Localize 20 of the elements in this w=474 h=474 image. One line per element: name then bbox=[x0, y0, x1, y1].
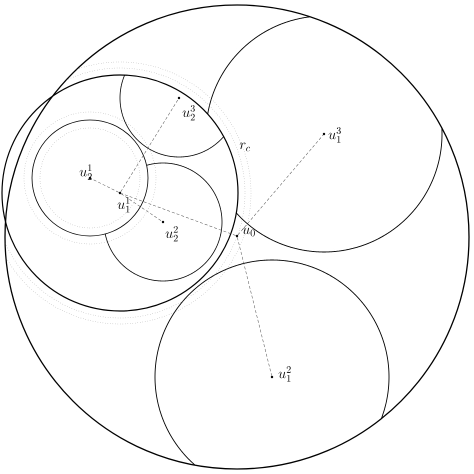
dashed-line bbox=[238, 134, 324, 236]
labeled-point: $u_1^3$ bbox=[322, 127, 341, 143]
node-label: $u_0$ bbox=[242, 228, 255, 236]
dashed-line bbox=[237, 237, 272, 376]
labeled-point: $u_2^3$ bbox=[178, 96, 195, 120]
labeled-point: $u_0$ bbox=[236, 228, 255, 238]
node-label: $u_1^3$ bbox=[328, 127, 341, 143]
labeled-point: $u_1^1$ bbox=[118, 192, 130, 212]
node-label: $u_2^2$ bbox=[166, 226, 178, 242]
dashed-line bbox=[91, 178, 119, 193]
labeled-point: $u_2^2$ bbox=[162, 220, 178, 242]
radius-label: $r_c$ bbox=[240, 142, 250, 152]
node-label: $u_1^1$ bbox=[118, 196, 130, 212]
node-label: $u_2^3$ bbox=[182, 104, 195, 120]
node-label: $u_1^2$ bbox=[278, 366, 291, 382]
dashed-line bbox=[120, 194, 162, 222]
dashed-line bbox=[120, 98, 179, 192]
labeled-point: $u_2^1$ bbox=[80, 164, 92, 180]
labeled-point: $u_1^2$ bbox=[270, 366, 291, 382]
dashed-line bbox=[121, 193, 236, 236]
